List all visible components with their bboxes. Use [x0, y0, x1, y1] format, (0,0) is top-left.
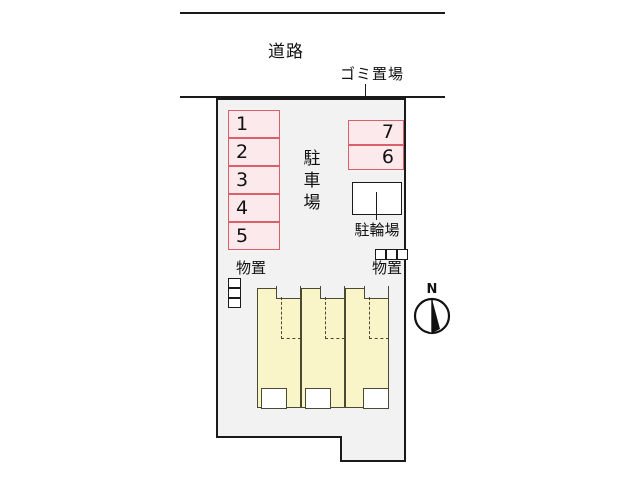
storage-unit-right-1 [375, 249, 386, 260]
site-boundary-extension [340, 436, 406, 462]
parking-stall-number: 4 [236, 196, 249, 219]
parking-area-label-char-2: 車 [303, 171, 321, 191]
storage-label-right: 物置 [371, 259, 402, 277]
parking-stall-4[interactable]: 4 [228, 194, 280, 222]
road-boundary-bottom-line [180, 96, 445, 98]
parking-area-label-char-1: 駐 [303, 149, 321, 169]
building-unit-1-entrance [261, 388, 287, 409]
compass-north-label: N [426, 282, 438, 297]
building-unit-3-notch [364, 286, 389, 299]
building-unit-3-entrance [363, 388, 389, 409]
road-boundary-top-line [180, 12, 445, 14]
parking-stall-6[interactable]: 6 [348, 145, 404, 170]
building-unit-3-stair [369, 297, 389, 339]
road-label: 道路 [268, 42, 304, 62]
bicycle-parking-box [352, 182, 402, 215]
parking-stall-7[interactable]: 7 [348, 120, 404, 145]
parking-stall-1[interactable]: 1 [228, 110, 280, 138]
storage-unit-left-2 [228, 288, 241, 298]
parking-area-label: 駐 車 場 [300, 148, 324, 214]
parking-stall-number: 7 [381, 121, 394, 143]
storage-unit-right-2 [386, 249, 397, 260]
parking-area-label-char-3: 場 [303, 193, 321, 213]
parking-stall-5[interactable]: 5 [228, 222, 280, 250]
storage-label-left: 物置 [235, 259, 266, 277]
trash-leader-line [365, 84, 366, 99]
bicycle-parking-leader-line [376, 192, 377, 220]
storage-unit-left-1 [228, 278, 241, 288]
building-unit-2-stair [325, 297, 345, 339]
site-boundary-joint [343, 431, 403, 440]
building-unit-2-notch [320, 286, 345, 299]
storage-unit-left-3 [228, 298, 241, 308]
trash-area-label: ゴミ置場 [339, 65, 404, 83]
building-unit-2-entrance [305, 388, 331, 409]
parking-stall-number: 1 [236, 112, 249, 135]
parking-stall-2[interactable]: 2 [228, 138, 280, 166]
parking-stall-number: 6 [381, 146, 394, 168]
building-unit-1-notch [276, 286, 301, 299]
bicycle-parking-label: 駐輪場 [354, 221, 400, 239]
parking-stall-number: 2 [236, 140, 249, 163]
parking-stall-number: 3 [236, 168, 249, 191]
compass-needle-icon [413, 297, 451, 335]
parking-stall-number: 5 [236, 224, 249, 247]
parking-stall-3[interactable]: 3 [228, 166, 280, 194]
compass-rose: N [412, 283, 452, 343]
building-unit-1-stair [281, 297, 301, 339]
storage-unit-right-3 [397, 249, 408, 260]
